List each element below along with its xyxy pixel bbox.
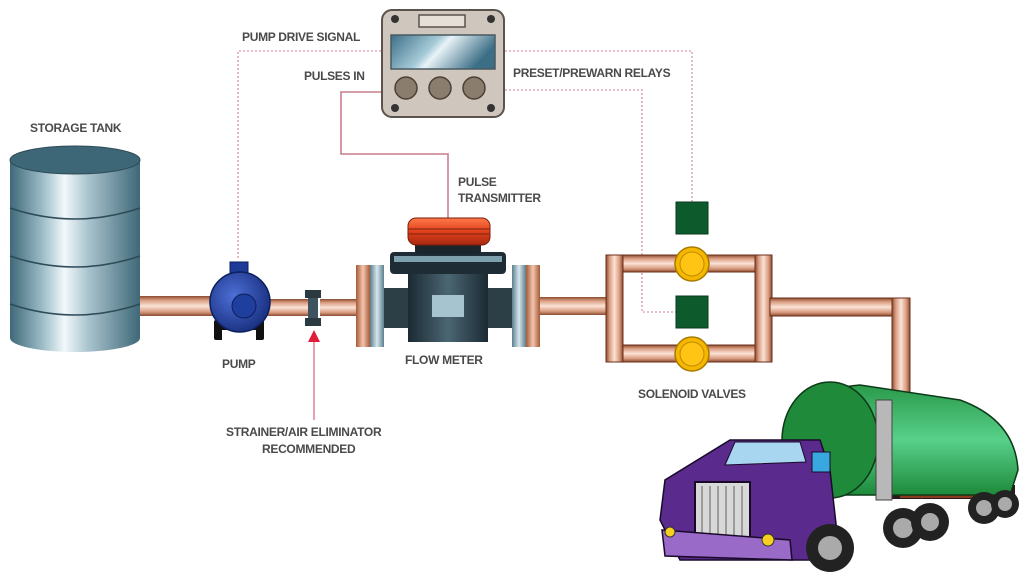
controller-button-1 [394, 76, 418, 100]
pipe-pump-to-strainer [265, 299, 310, 316]
label-pulses-in: PULSES IN [304, 69, 365, 83]
batch-controller-icon [381, 9, 505, 118]
tanker-truck-icon [659, 381, 1019, 572]
pump-drive-signal-line [237, 50, 385, 260]
label-pump: PUMP [222, 357, 256, 371]
truck-wheels [806, 490, 1019, 572]
label-flow-meter: FLOW METER [405, 353, 483, 367]
label-pulse-transmitter-line2: TRANSMITTER [458, 191, 541, 205]
pipe-meter-to-manifold [540, 297, 620, 315]
strainer-pointer-arrowhead [308, 330, 320, 342]
label-preset-prewarn-relays: PRESET/PREWARN RELAYS [513, 66, 671, 80]
relay-signal-line-lower [505, 89, 678, 313]
flow-meter-icon [356, 242, 540, 347]
controller-button-2 [428, 76, 452, 100]
diagram-labels: STORAGE TANK PUMP PUMP DRIVE SIGNAL PULS… [30, 30, 746, 456]
label-pulse-transmitter-line1: PULSE [458, 175, 497, 189]
solenoid-valve-lower-icon [674, 295, 710, 372]
label-pump-drive-signal: PUMP DRIVE SIGNAL [242, 30, 360, 44]
pulse-transmitter-icon [407, 217, 491, 246]
pulses-in-signal-line [340, 91, 449, 225]
signal-lines [237, 50, 693, 420]
label-solenoid-valves: SOLENOID VALVES [638, 387, 746, 401]
pipe-tank-to-pump [135, 296, 230, 316]
pipe-strainer-to-meter [320, 299, 360, 316]
pump-icon [209, 261, 271, 340]
solenoid-valve-upper-icon [674, 201, 710, 282]
pipe-manifold-to-outlet [769, 297, 911, 317]
label-strainer-line1: STRAINER/AIR ELIMINATOR [226, 425, 382, 439]
pipework [135, 254, 911, 409]
label-storage-tank: STORAGE TANK [30, 121, 122, 135]
strainer-icon [305, 290, 321, 326]
controller-button-3 [462, 76, 486, 100]
storage-tank-icon [9, 145, 141, 352]
relay-signal-line-upper [505, 50, 693, 205]
label-strainer-line2: RECOMMENDED [262, 442, 356, 456]
